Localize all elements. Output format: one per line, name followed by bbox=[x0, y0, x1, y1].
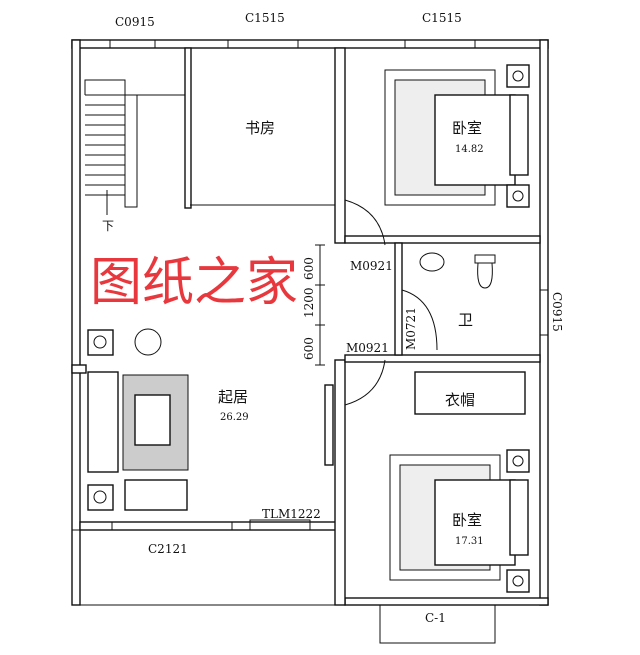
interior-wall bbox=[344, 354, 541, 363]
door-label: M0721 bbox=[404, 307, 418, 350]
dimension-label: 600 bbox=[302, 337, 316, 360]
interior-wall bbox=[394, 242, 403, 356]
tv-cabinet bbox=[324, 384, 334, 466]
room-name: 卧室 bbox=[452, 511, 482, 529]
window-label: C1515 bbox=[245, 11, 285, 25]
bed-1 bbox=[384, 64, 530, 208]
window-label: C0915 bbox=[550, 292, 564, 332]
interior-wall bbox=[334, 47, 346, 244]
staircase bbox=[84, 79, 185, 215]
window bbox=[111, 521, 233, 531]
bay-window bbox=[379, 604, 496, 644]
door-label: M0921 bbox=[346, 341, 389, 355]
window bbox=[404, 39, 476, 49]
interior-wall bbox=[334, 359, 346, 606]
door-swing bbox=[344, 199, 438, 406]
dimension-line bbox=[315, 244, 325, 366]
room-area: 17.31 bbox=[455, 536, 484, 547]
door-label: TLM1222 bbox=[262, 507, 321, 521]
dimension-label: 1200 bbox=[302, 287, 316, 318]
interior-wall bbox=[71, 364, 87, 374]
room-name: 卫 bbox=[458, 311, 473, 329]
watermark: 图纸之家 bbox=[90, 253, 298, 313]
stair-label: 下 bbox=[102, 219, 114, 233]
sink bbox=[419, 252, 445, 272]
room-name: 卧室 bbox=[452, 119, 482, 137]
room-area: 14.82 bbox=[455, 144, 484, 155]
sliding-door bbox=[249, 519, 311, 531]
window-label: C2121 bbox=[148, 542, 188, 556]
door-label: M0921 bbox=[350, 259, 393, 273]
window bbox=[539, 289, 549, 336]
bed-2 bbox=[389, 449, 530, 593]
window-label: C1515 bbox=[422, 11, 462, 25]
window bbox=[109, 39, 156, 49]
toilet bbox=[474, 254, 496, 289]
sofa-set bbox=[87, 328, 189, 511]
interior-wall bbox=[184, 47, 192, 209]
window-label: C0915 bbox=[115, 15, 155, 29]
room-area: 26.29 bbox=[220, 412, 249, 423]
room-name: 起居 bbox=[218, 388, 248, 406]
window bbox=[227, 39, 299, 49]
interior-wall bbox=[344, 235, 541, 244]
window-label: C-1 bbox=[425, 611, 446, 625]
dimension-label: 600 bbox=[302, 257, 316, 280]
room-name: 衣帽 bbox=[445, 391, 475, 409]
room-name: 书房 bbox=[245, 119, 275, 137]
wardrobe bbox=[414, 371, 526, 415]
